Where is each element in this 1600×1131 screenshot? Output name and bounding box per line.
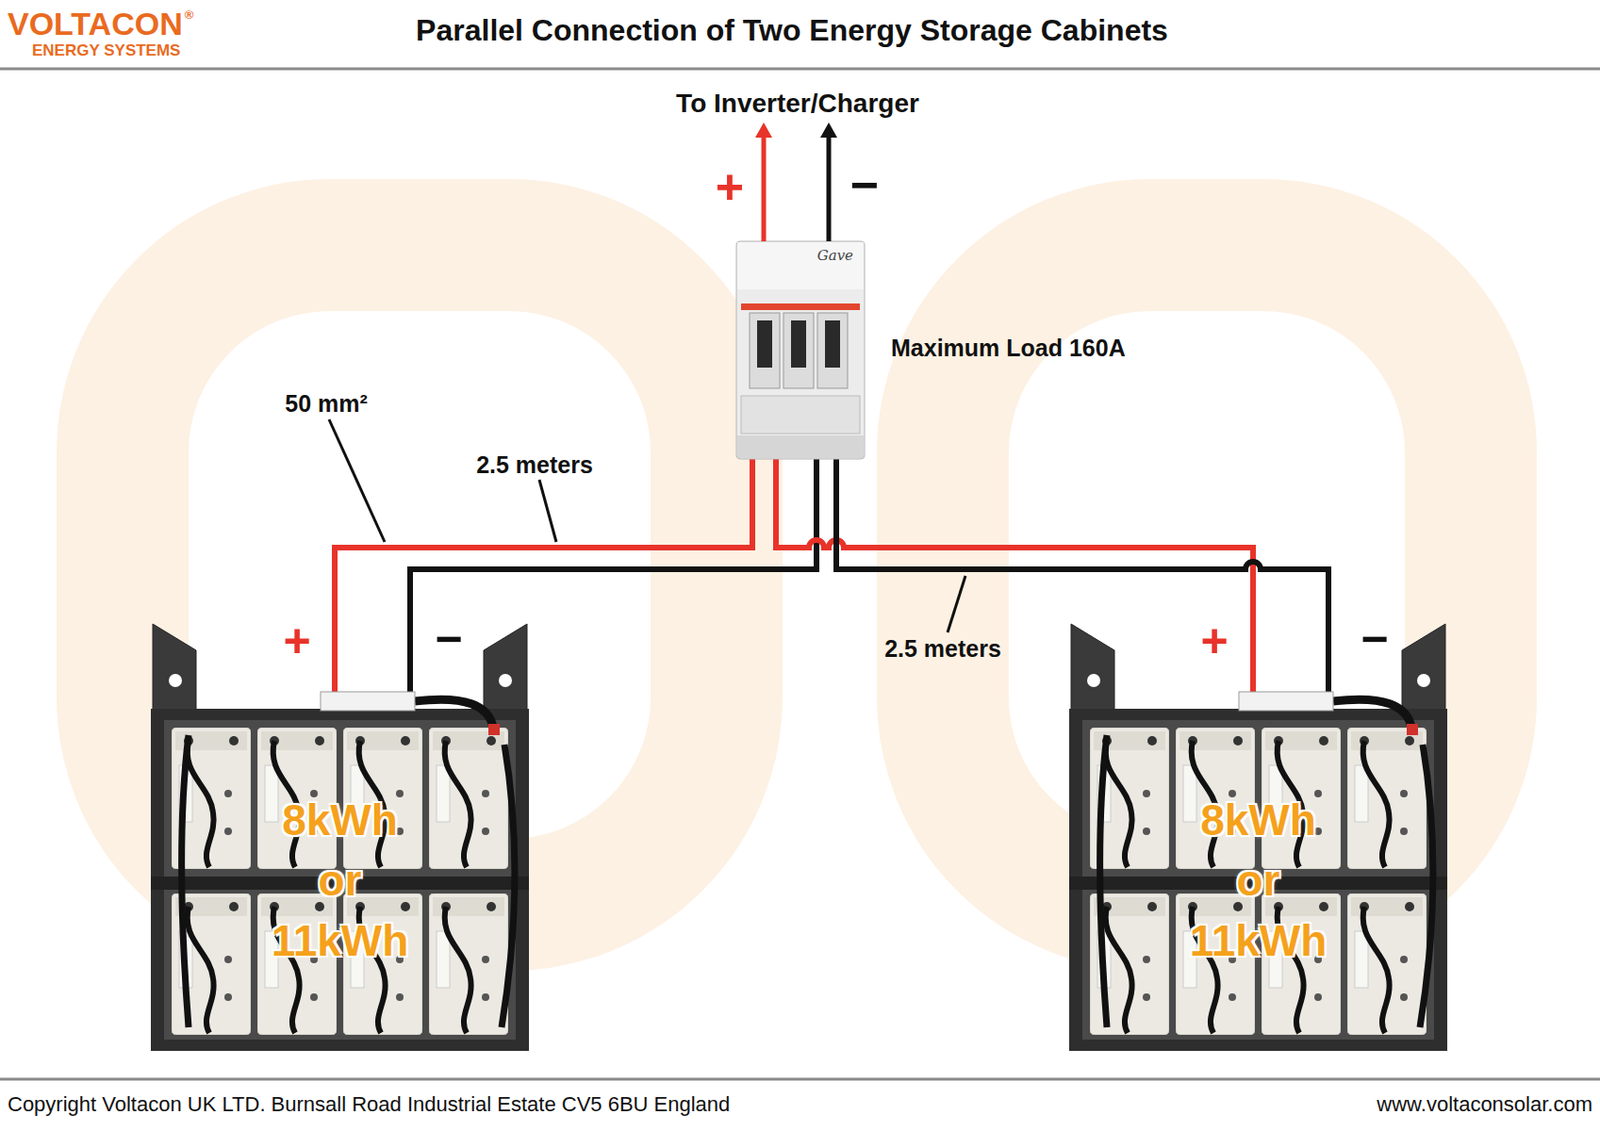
arrowhead	[820, 122, 838, 138]
fuse-blade	[817, 313, 848, 389]
fuse-blade	[749, 313, 780, 389]
fuse-switch	[736, 241, 865, 460]
negative-cable	[410, 459, 817, 710]
leader-line	[329, 419, 385, 543]
fuse-switch-box: Gave	[736, 241, 865, 460]
header-rule	[0, 67, 1600, 71]
footer-link: www.voltaconsolar.com	[1376, 1092, 1593, 1118]
fuse-handle	[791, 320, 807, 368]
capacity-text: 8kWh or 11kWh	[246, 790, 435, 972]
output-wire	[761, 133, 767, 242]
output-wire	[826, 133, 832, 242]
capacity-text: 8kWh or 11kWh	[1164, 790, 1353, 972]
fuse-body	[736, 241, 865, 460]
logo-subtitle: ENERGY SYSTEMS	[32, 41, 181, 61]
fuse-lower	[741, 395, 860, 434]
fuse-handle	[757, 320, 773, 368]
title: Parallel Connection of Two Energy Storag…	[415, 13, 1169, 49]
polarity-sign: −	[434, 611, 462, 667]
length-label: 2.5 meters	[476, 451, 594, 479]
length-label: 2.5 meters	[884, 635, 1002, 663]
fuse-cap	[737, 242, 864, 290]
fuse-handle	[824, 320, 841, 368]
cabinet-box: 8kWh or 11kWh	[150, 709, 529, 1052]
storage-cabinet	[150, 624, 529, 1052]
logo-text: VOLTACON	[7, 5, 183, 43]
polarity-sign: +	[715, 158, 744, 215]
leader-line	[947, 576, 966, 633]
arrowhead	[755, 122, 773, 138]
positive-cable	[775, 459, 1254, 710]
fuse-band	[741, 303, 860, 311]
output-label: To Inverter/Charger	[676, 88, 920, 119]
polarity-sign: +	[282, 613, 311, 669]
storage-cabinet	[1069, 624, 1448, 1052]
polarity-sign: +	[1200, 613, 1228, 669]
rating-label: Maximum Load 160A	[890, 334, 1126, 363]
leader-line	[539, 479, 557, 543]
polarity-sign: −	[1360, 611, 1388, 667]
fuse-blade	[783, 313, 814, 389]
positive-cable	[334, 459, 753, 710]
brand-text: Gave	[736, 241, 865, 264]
fuse-base	[737, 435, 864, 459]
registered-mark: ®	[184, 7, 195, 22]
cable-size-label: 50 mm²	[284, 390, 368, 418]
polarity-sign: −	[850, 156, 879, 214]
footer-text: Copyright Voltacon UK LTD. Burnsall Road…	[7, 1092, 730, 1118]
cabinet-box: 8kWh or 11kWh	[1069, 709, 1448, 1052]
footer-rule	[0, 1078, 1600, 1082]
